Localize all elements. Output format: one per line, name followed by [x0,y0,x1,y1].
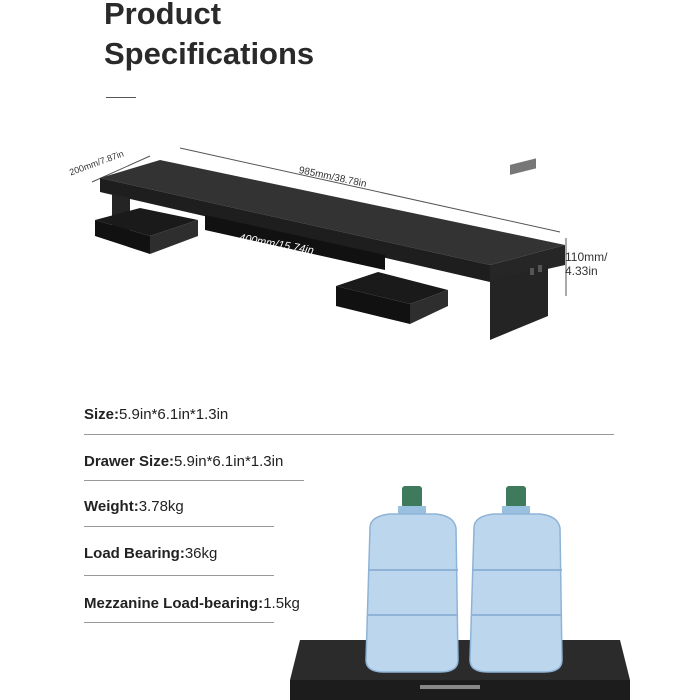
stand-shelf [205,215,385,270]
usb-port-icon [530,268,534,275]
drawer-right-top [336,272,448,304]
spec-weight: Weight:3.78kg [84,498,184,515]
monitor-stand-illustration [91,147,567,340]
stand-loaded-front [290,680,630,700]
spec-divider [84,526,274,527]
spec-load-bearing: Load Bearing:36kg [84,545,217,562]
drawer-left-top [95,208,198,236]
spec-value: 1.5kg [263,595,300,612]
spec-label: Load Bearing: [84,545,185,562]
load-test-illustration [290,486,630,700]
spec-label: Weight: [84,498,139,515]
drawer-left-side [150,220,198,254]
stand-end [490,245,565,282]
title-line-2: Specifications [104,36,315,71]
height-label: 110mm/ 4.33in [565,250,607,278]
height-label-line-1: 110mm/ [565,250,608,264]
spec-divider [84,622,274,623]
leg-handle-slot [510,158,536,175]
spec-value: 5.9in*6.1in*1.3in [174,453,284,470]
stand-loaded [290,640,630,680]
water-bottle-2 [469,486,563,673]
page-title: Product Specifications [104,0,314,74]
title-line-1: Product [104,0,222,31]
spec-label: Drawer Size: [84,453,175,470]
stand-leg-right [490,266,548,340]
water-bottle-1 [365,486,459,673]
spec-label: Size: [84,406,120,423]
spec-label: Mezzanine Load-bearing: [84,595,264,612]
spec-size: Size:5.9in*6.1in*1.3in [84,406,228,423]
spec-value: 5.9in*6.1in*1.3in [119,406,229,423]
spec-divider [84,575,274,576]
spec-divider [84,480,304,481]
drawer-right-front [336,286,410,324]
spec-value: 36kg [184,545,218,562]
drawer-right-side [410,290,448,324]
spec-divider [84,434,614,435]
spec-mezzanine-load: Mezzanine Load-bearing:1.5kg [84,595,300,612]
spec-drawer-size: Drawer Size:5.9in*6.1in*1.3in [84,453,283,470]
title-underline [106,97,136,98]
spec-value: 3.78kg [138,498,184,515]
stand-front [100,178,490,282]
stand-top [100,160,565,265]
usb-port-icon [538,265,542,272]
width-dimension-line [179,147,561,233]
height-label-line-2: 4.33in [565,264,598,278]
stand-loaded-slot [420,685,480,689]
drawer-left-front [95,220,150,254]
